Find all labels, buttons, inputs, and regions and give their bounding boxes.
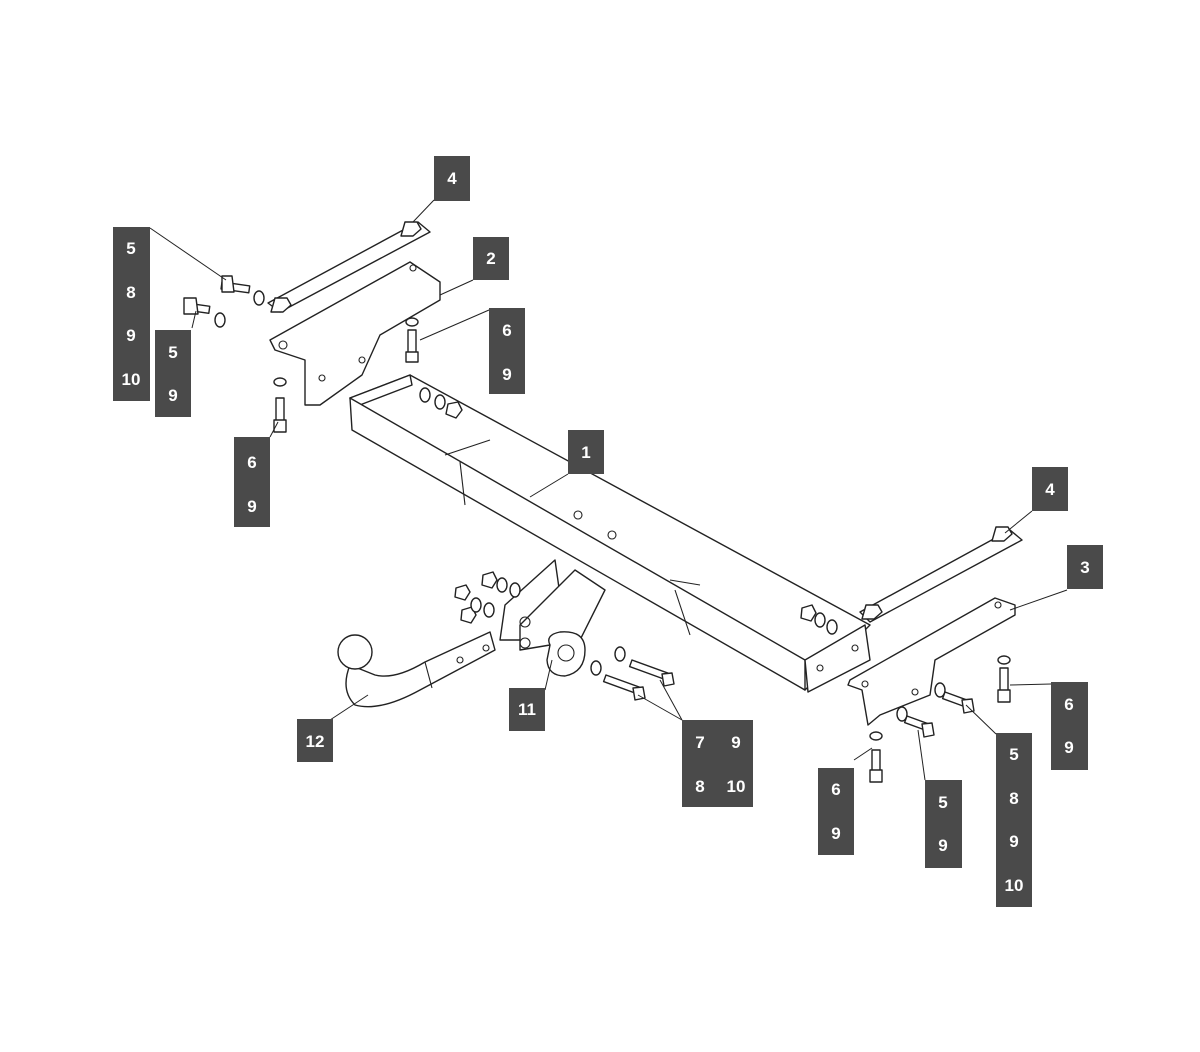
callout-6-9-left-upper: 6 9 xyxy=(489,308,525,394)
callout-label: 5 xyxy=(168,343,177,362)
callout-label: 4 xyxy=(447,169,457,188)
callout-5-8-9-10-left: 5 8 9 10 xyxy=(113,227,150,401)
callout-label: 9 xyxy=(1064,738,1073,757)
callout-label: 9 xyxy=(502,365,511,384)
callout-label: 5 xyxy=(938,793,947,812)
callout-label: 8 xyxy=(695,777,704,796)
leader-lines xyxy=(149,199,1068,781)
callout-5-8-9-10-right: 5 8 9 10 xyxy=(996,733,1032,907)
callout-label: 9 xyxy=(1009,832,1018,851)
right-side-bracket xyxy=(847,526,1023,726)
callout-label: 5 xyxy=(1009,745,1018,764)
left-side-bracket xyxy=(267,221,441,406)
callout-4-left: 4 xyxy=(434,156,470,201)
callout-label: 12 xyxy=(306,732,325,751)
callout-12: 12 xyxy=(297,719,333,762)
callout-label: 9 xyxy=(168,386,177,405)
callout-label: 5 xyxy=(126,239,135,258)
callout-1: 1 xyxy=(568,430,604,474)
callout-4-right: 4 xyxy=(1032,467,1068,511)
callout-label: 6 xyxy=(247,453,256,472)
callout-label: 1 xyxy=(581,443,590,462)
socket-plate xyxy=(546,631,586,677)
callout-label: 6 xyxy=(502,321,511,340)
callout-label: 9 xyxy=(126,326,135,345)
callout-label: 9 xyxy=(938,836,947,855)
callout-label: 4 xyxy=(1045,480,1055,499)
tow-ball-assembly xyxy=(337,631,496,708)
callout-label: 11 xyxy=(518,700,536,719)
callout-label: 10 xyxy=(1005,876,1024,895)
callout-5-9-right: 5 9 xyxy=(925,780,962,868)
callout-label: 9 xyxy=(731,733,740,752)
callout-label: 10 xyxy=(122,370,141,389)
main-cross-beam xyxy=(349,374,871,693)
callout-6-9-right-top: 6 9 xyxy=(1051,682,1088,770)
fasteners xyxy=(183,275,1011,783)
callout-label: 9 xyxy=(831,824,840,843)
callout-3: 3 xyxy=(1067,545,1103,589)
callout-label: 3 xyxy=(1080,558,1089,577)
callout-11: 11 xyxy=(509,688,545,731)
callout-label: 10 xyxy=(727,777,746,796)
callout-label: 9 xyxy=(247,497,256,516)
callout-2: 2 xyxy=(473,237,509,280)
callout-label: 6 xyxy=(1064,695,1073,714)
callout-6-9-right-bottom: 6 9 xyxy=(818,768,854,855)
callout-6-9-left-lower: 6 9 xyxy=(234,437,270,527)
callout-label: 8 xyxy=(126,283,135,302)
callout-5-9-left: 5 9 xyxy=(155,330,191,417)
callout-7-9-8-10: 7 9 8 10 xyxy=(682,720,753,807)
callout-label: 6 xyxy=(831,780,840,799)
callout-label: 8 xyxy=(1009,789,1018,808)
callout-label: 2 xyxy=(486,249,495,268)
callout-label: 7 xyxy=(695,733,704,752)
